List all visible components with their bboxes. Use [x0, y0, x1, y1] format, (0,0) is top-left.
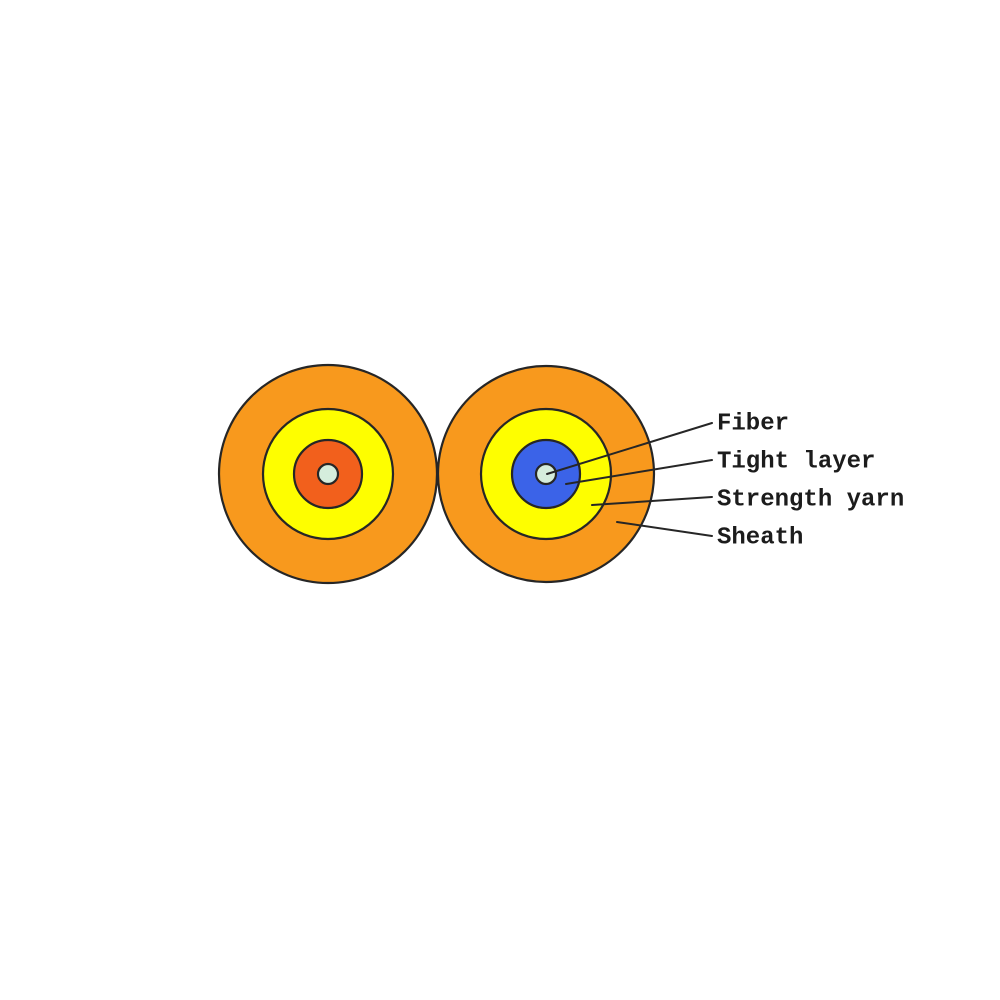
labels: Fiber Tight layer Strength yarn Sheath [717, 410, 904, 551]
left-cable [217, 363, 439, 585]
fiber-leader-line [546, 422, 713, 475]
sheath-leader-line [616, 521, 713, 537]
strength-yarn-leader-line [591, 496, 713, 506]
leader-lines [546, 422, 713, 537]
left-fiber-circle [316, 462, 340, 486]
strength-yarn-label: Strength yarn [717, 486, 904, 513]
tight-layer-leader-line [565, 459, 713, 485]
fiber-label: Fiber [717, 410, 789, 437]
tight-layer-label: Tight layer [717, 448, 875, 475]
sheath-label: Sheath [717, 524, 803, 551]
